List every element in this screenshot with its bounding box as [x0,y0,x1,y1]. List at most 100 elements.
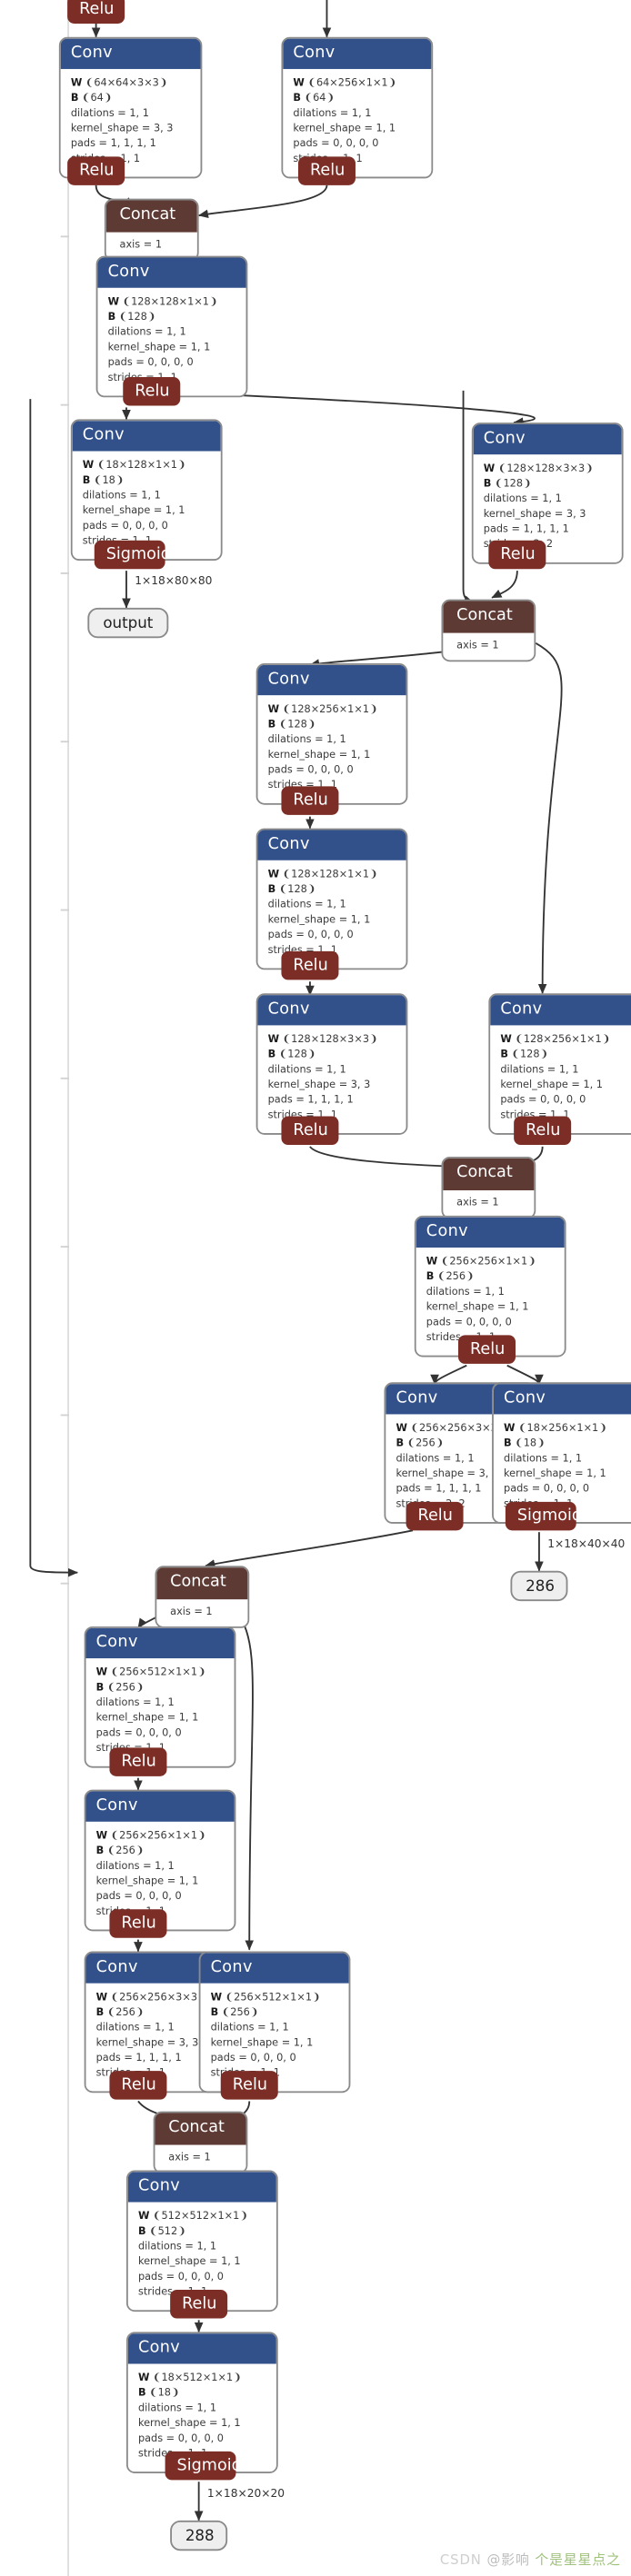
attr-weight: W ❨256×512×1×1❩ [95,1666,206,1679]
attr-dilations: dilations = 1, 1 [483,493,562,506]
attr-kernel-shape: kernel_shape = 3, 3 [95,2037,199,2050]
attr-dilations: dilations = 1, 1 [396,1453,475,1466]
node-type-label: Conv [257,995,406,1026]
node-concat-2[interactable]: Concat axis = 1 [441,599,536,662]
attr-weight: W ❨512×512×1×1❩ [137,2210,248,2223]
node-relu-9[interactable]: Relu [109,2071,167,2100]
node-relu-8[interactable]: Relu [109,1909,167,1938]
node-relu-skip2[interactable]: Relu [220,2071,278,2100]
attr-axis: axis = 1 [456,1197,499,1209]
node-conv-64-64-3x3[interactable]: Conv W ❨64×64×3×3❩ B ❨64❩ dilations = 1,… [58,36,203,178]
node-relu-5[interactable]: Relu [281,1116,339,1145]
attr-dilations: dilations = 1, 1 [70,107,149,120]
attr-pads: pads = 1, 1, 1, 1 [267,1095,354,1108]
node-conv-256-256-1x1-a[interactable]: Conv W ❨256×256×1×1❩ B ❨256❩ dilations =… [414,1215,566,1357]
node-type-label: Conv [257,664,406,696]
node-attributes: axis = 1 [443,632,535,661]
node-conv-head-18-512-1x1[interactable]: Conv W ❨18×512×1×1❩ B ❨18❩ dilations = 1… [125,2332,278,2473]
attr-weight: W ❨128×128×1×1❩ [107,296,218,309]
ruler-tick [60,909,69,911]
node-conv-256-256-1x1-b[interactable]: Conv W ❨256×256×1×1❩ B ❨256❩ dilations =… [84,1789,236,1931]
node-attributes: W ❨128×128×1×1❩ B ❨128❩ dilations = 1, 1… [257,860,406,968]
attr-kernel-shape: kernel_shape = 1, 1 [82,505,185,518]
watermark-suffix: 个是星星点之 [535,2552,621,2568]
node-type-label: Conv [416,1217,565,1248]
node-attributes: axis = 1 [105,232,197,260]
node-relu-down1[interactable]: Relu [488,540,546,570]
attr-dilations: dilations = 1, 1 [107,326,186,339]
edge-label-sigmoid40-286: 1×18×40×40 [547,1537,626,1551]
attr-axis: axis = 1 [456,640,499,652]
node-relu-skip1[interactable]: Relu [514,1116,572,1145]
attr-bias: B ❨64❩ [70,93,113,105]
node-concat-4[interactable]: Concat axis = 1 [155,1566,250,1628]
node-type-label: Conv [85,1791,235,1822]
watermark-prefix: CSDN [439,2552,482,2568]
node-relu-3[interactable]: Relu [281,786,339,815]
node-type-label: Conv [473,423,622,455]
attr-dilations: dilations = 1, 1 [426,1286,505,1298]
node-conv-256-512-1x1-a[interactable]: Conv W ❨256×512×1×1❩ B ❨256❩ dilations =… [84,1626,236,1767]
node-conv-128-128-3x3[interactable]: Conv W ❨128×128×3×3❩ B ❨128❩ dilations =… [255,993,408,1135]
node-relu-down2[interactable]: Relu [406,1501,464,1531]
node-conv-128-256-1x1-a[interactable]: Conv W ❨128×256×1×1❩ B ❨128❩ dilations =… [255,663,408,804]
attr-pads: pads = 1, 1, 1, 1 [70,138,156,151]
edge-label-sigmoid20-288: 1×18×20×20 [206,2486,285,2501]
attr-weight: W ❨128×128×3×3❩ [267,1033,378,1046]
node-conv-512-512-1x1[interactable]: Conv W ❨512×512×1×1❩ B ❨512❩ dilations =… [125,2170,278,2312]
node-relu-7[interactable]: Relu [109,1747,167,1776]
node-relu-6[interactable]: Relu [458,1335,516,1364]
ruler-tick [60,741,69,743]
node-sigmoid-20[interactable]: Sigmoid [165,2451,242,2481]
attr-kernel-shape: kernel_shape = 1, 1 [504,1468,606,1481]
node-conv-skip-128-256-1x1[interactable]: Conv W ❨128×256×1×1❩ B ❨128❩ dilations =… [488,993,631,1135]
ruler-tick [60,1414,69,1417]
attr-pads: pads = 1, 1, 1, 1 [396,1484,482,1497]
node-output-288[interactable]: 288 [170,2520,228,2551]
node-concat-5[interactable]: Concat axis = 1 [153,2111,248,2174]
node-sigmoid-40[interactable]: Sigmoid [505,1501,582,1531]
attr-dilations: dilations = 1, 1 [95,1860,175,1873]
attr-dilations: dilations = 1, 1 [500,1064,579,1077]
node-relu-4[interactable]: Relu [281,950,339,980]
node-output[interactable]: output [87,607,169,639]
node-relu-10[interactable]: Relu [170,2290,228,2319]
node-concat-3[interactable]: Concat axis = 1 [441,1156,536,1219]
attr-bias: B ❨128❩ [267,883,316,896]
node-conv-128-128-1x1-b[interactable]: Conv W ❨128×128×1×1❩ B ❨128❩ dilations =… [255,828,408,970]
node-type-label: Concat [156,1567,248,1600]
attr-kernel-shape: kernel_shape = 1, 1 [210,2037,314,2050]
attr-axis: axis = 1 [119,239,163,252]
node-type-label: Concat [105,200,197,233]
edge-label-sigmoid80-output: 1×18×80×80 [135,573,213,588]
attr-pads: pads = 0, 0, 0, 0 [426,1317,512,1329]
attr-bias: B ❨18❩ [504,1437,546,1450]
canvas-ruler [67,0,69,2576]
attr-bias: B ❨256❩ [95,2006,145,2019]
node-relu-r1[interactable]: Relu [297,156,356,185]
node-output-286[interactable]: 286 [510,1570,568,1602]
attr-bias: B ❨18❩ [82,474,125,487]
node-relu-top-left[interactable]: Relu [67,0,125,24]
node-concat-1[interactable]: Concat axis = 1 [104,198,199,262]
node-relu-l1[interactable]: Relu [67,156,125,185]
node-type-label: Concat [155,2113,246,2145]
attr-weight: W ❨128×256×1×1❩ [500,1033,611,1046]
node-type-label: Conv [200,1953,349,1984]
attr-pads: pads = 1, 1, 1, 1 [95,2053,182,2065]
node-sigmoid-80[interactable]: Sigmoid [94,540,171,570]
attr-weight: W ❨256×256×3×3❩ [396,1422,506,1435]
attr-kernel-shape: kernel_shape = 1, 1 [137,2256,241,2269]
watermark-middle: @影响 [486,2552,530,2568]
attr-pads: pads = 0, 0, 0, 0 [82,521,168,533]
attr-dilations: dilations = 1, 1 [95,1697,175,1710]
attr-weight: W ❨128×128×3×3❩ [483,462,594,475]
attr-pads: pads = 0, 0, 0, 0 [137,2272,225,2284]
node-conv-head-18-128-1x1[interactable]: Conv W ❨18×128×1×1❩ B ❨18❩ dilations = 1… [70,419,223,561]
attr-weight: W ❨128×128×1×1❩ [267,869,378,881]
node-relu-2[interactable]: Relu [123,377,181,406]
attr-dilations: dilations = 1, 1 [293,107,372,120]
node-attributes: axis = 1 [443,1190,535,1218]
node-conv-128-128-1x1-a[interactable]: Conv W ❨128×128×1×1❩ B ❨128❩ dilations =… [95,255,248,397]
